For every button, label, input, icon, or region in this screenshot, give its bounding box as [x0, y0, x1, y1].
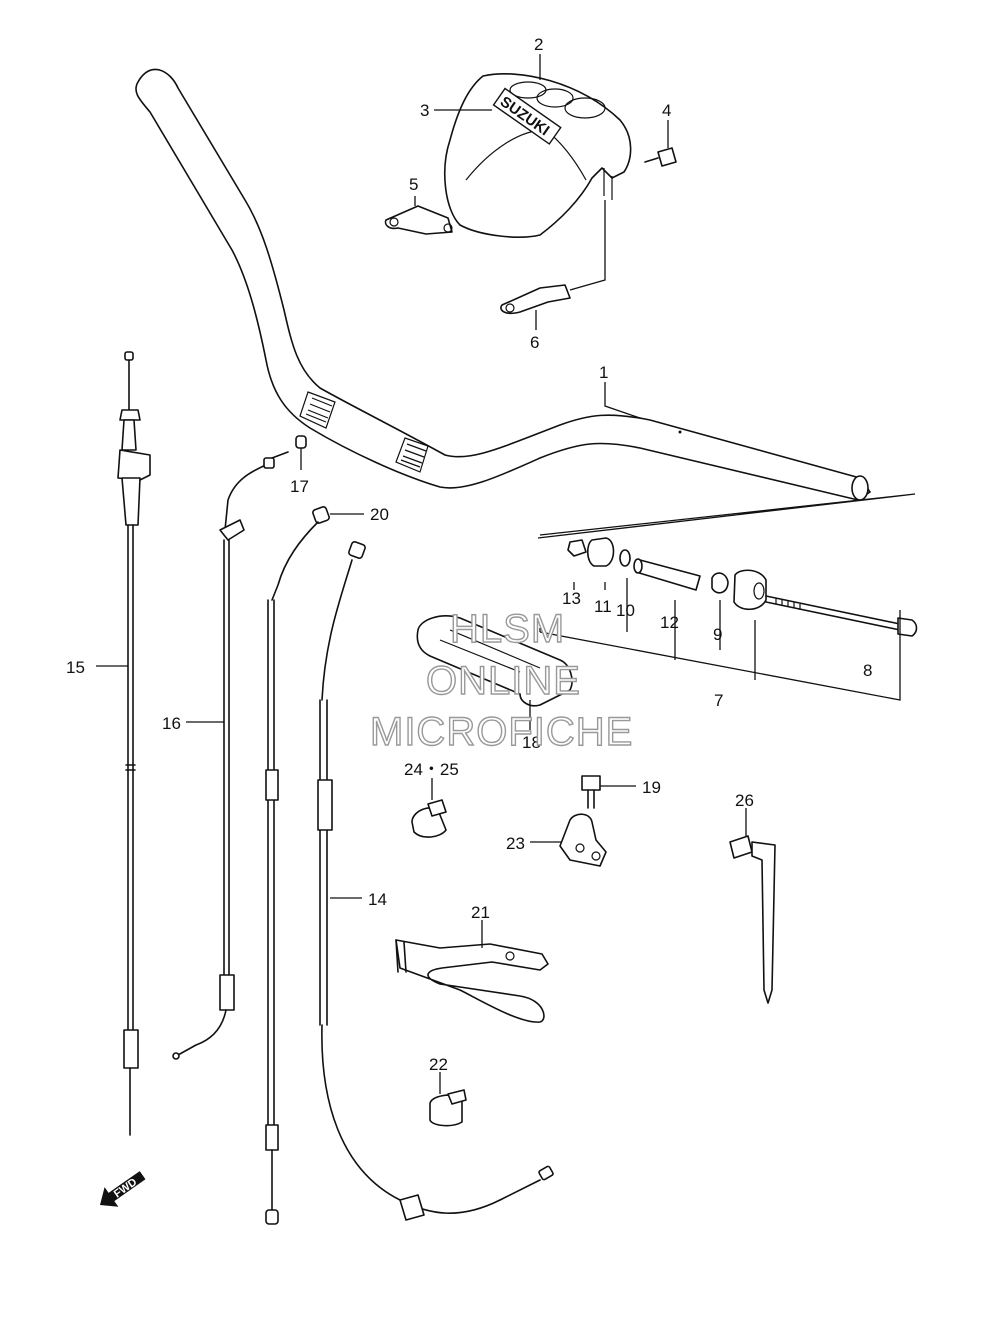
callout-14: 14 — [368, 890, 387, 909]
callout-16: 16 — [162, 714, 181, 733]
cable-tie-26 — [729, 808, 776, 1004]
spacer-11 — [586, 537, 615, 567]
callout-3: 3 — [420, 101, 429, 120]
callout-23: 23 — [506, 834, 525, 853]
callout-17: 17 — [290, 477, 309, 496]
callout-26: 26 — [735, 791, 754, 810]
collar-9 — [711, 572, 729, 594]
callout-21: 21 — [471, 903, 490, 922]
forward-arrow: FWD — [100, 1171, 146, 1207]
bolt-8 — [765, 595, 918, 637]
handlebar — [135, 68, 871, 501]
nut-13 — [567, 539, 587, 557]
clamp-23 — [530, 813, 607, 867]
callout-20: 20 — [370, 505, 389, 524]
watermark-line-3: MICROFICHE — [370, 710, 633, 754]
guide-21 — [395, 920, 549, 1023]
callout-7: 7 — [714, 691, 723, 710]
nut-17 — [295, 435, 307, 470]
bracket-5 — [384, 196, 453, 235]
cable-20 — [265, 506, 364, 1225]
callout-2: 2 — [534, 35, 543, 54]
callout-10: 10 — [616, 601, 635, 620]
cable-14 — [317, 541, 554, 1221]
clamp-22 — [429, 1072, 467, 1127]
washer-10 — [619, 549, 631, 567]
callout-13: 13 — [562, 589, 581, 608]
callout-12: 12 — [660, 613, 679, 632]
callout-5: 5 — [409, 175, 418, 194]
bracket-6 — [500, 200, 606, 330]
leader-1 — [604, 382, 641, 419]
grip-knurl-left — [299, 391, 336, 429]
cable-15 — [96, 351, 151, 1136]
callout-15: 15 — [66, 658, 85, 677]
tube-12 — [633, 558, 701, 591]
callout-18: 18 — [522, 733, 541, 752]
callout-19: 19 — [642, 778, 661, 797]
bracket-18 — [416, 615, 573, 730]
handlebar-cover: SUZUKI — [444, 73, 632, 238]
callout-4: 4 — [662, 101, 671, 120]
grip-knurl-right — [395, 437, 429, 473]
screw-4 — [644, 120, 677, 167]
callout-1: 1 — [599, 363, 608, 382]
callout-6: 6 — [530, 333, 539, 352]
callouts: 1 2 3 4 5 6 7 8 9 10 11 12 13 14 15 16 1… — [66, 35, 872, 1074]
watermark: HLSM ONLINE MICROFICHE — [369, 606, 633, 754]
callout-9: 9 — [713, 625, 722, 644]
weight-7 — [733, 569, 767, 611]
callout-8: 8 — [863, 661, 872, 680]
clamp-24-25 — [411, 778, 447, 838]
bar-end-assembly — [537, 493, 918, 701]
watermark-line-1: HLSM — [450, 607, 565, 651]
cable-16 — [172, 451, 289, 1060]
callout-22: 22 — [429, 1055, 448, 1074]
callout-11: 11 — [594, 597, 612, 616]
bolt-19 — [581, 775, 636, 809]
watermark-line-2: ONLINE — [426, 659, 581, 703]
callout-24-25: 24・25 — [404, 760, 459, 779]
